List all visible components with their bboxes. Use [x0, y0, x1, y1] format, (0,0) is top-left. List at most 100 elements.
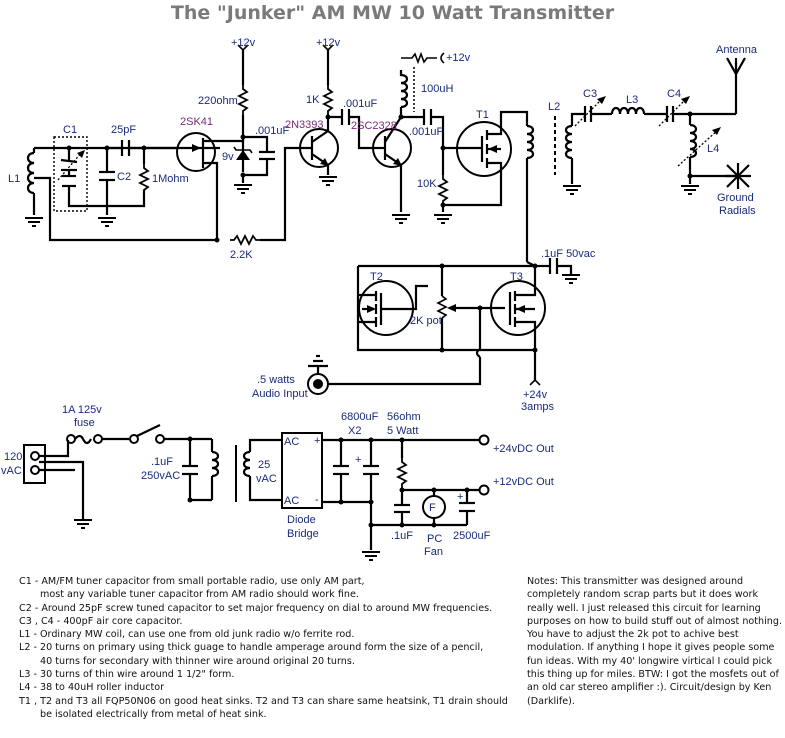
- label-25: 25: [258, 459, 270, 471]
- label-12v-b: +12v: [316, 37, 341, 49]
- label-250vac: 250vAC: [141, 470, 180, 482]
- label-1k: 1K: [306, 94, 320, 106]
- parts-list-item: L1 - Ordinary MW coil, can use one from …: [19, 629, 355, 641]
- label-01uf-b: .1uF: [391, 530, 413, 542]
- label-l1: L1: [8, 173, 20, 185]
- label-t1: T1: [476, 109, 489, 121]
- label-01uf-50vac: .1uF 50vac: [541, 248, 596, 260]
- potentiometer-2k: [436, 266, 505, 350]
- label-c2: C2: [117, 171, 131, 183]
- notes-paragraph-2: You have to adjust the 2k pot to achive …: [527, 629, 779, 707]
- filter-capacitors-6800uf: [322, 437, 480, 561]
- label-audio-watts: .5 watts: [257, 374, 295, 386]
- transistor-2sc2328: [371, 114, 412, 224]
- zener-diode-9v: [233, 135, 275, 194]
- label-fuse-rating: 1A 125v: [62, 404, 102, 416]
- capacitor-25pf: [107, 140, 178, 156]
- label-56ohm: 56ohm: [387, 411, 421, 423]
- parts-list-item: L3 - 30 turns of thin wire around 1 1/2"…: [19, 669, 235, 681]
- diagram-title: The "Junker" AM MW 10 Watt Transmitter: [170, 2, 615, 24]
- ground-radials: [690, 163, 751, 189]
- label-6800uf: 6800uF: [341, 411, 379, 423]
- label-25vac: vAC: [256, 473, 277, 485]
- label-pc: PC: [427, 533, 442, 545]
- label-diode: Diode: [287, 514, 316, 526]
- notes: Notes: This transmitter was designed aro…: [527, 575, 782, 708]
- c2-capacitor: [97, 145, 117, 227]
- output-capacitors-and-fan: [368, 487, 475, 528]
- parts-list-item: C1 - AM/FM tuner capacitor from small po…: [19, 576, 365, 587]
- label-001uf-c: .001uF: [409, 126, 444, 138]
- label-vac: vAC: [1, 465, 22, 477]
- label-24vdc-out: +24vDC Out: [493, 443, 554, 455]
- parts-list: C1 - AM/FM tuner capacitor from small po…: [19, 575, 519, 721]
- label-1mohm: 1Mohm: [152, 173, 189, 185]
- label-2k-pot: 2K pot: [410, 315, 442, 327]
- label-12v-a: +12v: [231, 37, 256, 49]
- schematic: L1 C1 C2 25pF 1Mohm: [1, 37, 758, 561]
- mains-plug: [23, 440, 93, 529]
- resistor-10k: [433, 145, 453, 224]
- label-01uf: .1uF: [151, 456, 173, 468]
- label-120: 120: [4, 451, 22, 463]
- l1-coil: [24, 146, 220, 242]
- power-switch: [129, 424, 212, 444]
- label-2500uf: 2500uF: [453, 530, 491, 542]
- label-2sk41: 2SK41: [180, 116, 213, 128]
- label-radials: Radials: [719, 205, 756, 217]
- mosfet-t1: [443, 110, 529, 207]
- parts-list-item: 40 turns for secondary with thinner wire…: [40, 655, 355, 667]
- label-bridge-minus: -: [315, 494, 319, 506]
- label-2n3393: 2N3393: [285, 119, 324, 131]
- fan-symbol: F: [429, 502, 436, 514]
- capacitor-01uf-50vac: [532, 258, 581, 284]
- label-bridge-plus: +: [314, 435, 320, 447]
- label-25pf: 25pF: [111, 124, 136, 136]
- label-3amps: 3amps: [521, 401, 555, 413]
- label-ground: Ground: [717, 192, 754, 204]
- capacitor-c4: [658, 96, 736, 127]
- transformer-l2: [525, 112, 585, 262]
- label-plus-2500: +: [457, 491, 463, 503]
- inductor-100uh: [399, 51, 445, 117]
- resistor-56ohm: [397, 437, 480, 493]
- capacitor-c3: [574, 96, 612, 127]
- label-fan: Fan: [424, 546, 443, 558]
- label-t2: T2: [370, 271, 383, 283]
- label-12v-c: +12v: [446, 52, 471, 64]
- label-2sc2328: 2SC2328: [351, 120, 397, 132]
- resistor-2-2k: [229, 146, 295, 245]
- label-100uh: 100uH: [421, 83, 453, 95]
- label-bridge-ac1: AC: [284, 436, 299, 448]
- antenna: [726, 57, 746, 114]
- parts-list-item: most any variable tuner capacitor from A…: [40, 589, 359, 601]
- inductor-l4: [677, 114, 721, 195]
- fuse: [66, 434, 129, 445]
- label-c1: C1: [63, 124, 77, 136]
- parts-list-item: T1 , T2 and T3 all FQP50N06 on good heat…: [19, 695, 508, 707]
- transformer: [210, 438, 282, 502]
- parts-list-item: C3 , C4 - 400pF air core capacitor.: [19, 615, 183, 627]
- label-fuse: fuse: [74, 417, 95, 429]
- label-220ohm: 220ohm: [198, 95, 238, 107]
- label-l3: L3: [626, 94, 638, 106]
- label-bridge: Bridge: [287, 528, 319, 540]
- label-plus-6800: +: [355, 454, 361, 466]
- capacitor-001uf-b: [328, 109, 371, 150]
- label-2-2k: 2.2K: [230, 249, 253, 261]
- capacitor-001uf-c: [401, 109, 445, 148]
- inductor-l3: [610, 106, 667, 116]
- label-audio-input: Audio Input: [252, 388, 308, 400]
- label-c4: C4: [667, 88, 681, 100]
- label-x2: X2: [348, 425, 361, 437]
- label-9v: 9v: [222, 151, 234, 163]
- resistor-220ohm: [237, 44, 249, 141]
- label-l4: L4: [707, 143, 719, 155]
- parts-list-item: C2 - Around 25pF screw tuned capacitor t…: [19, 602, 493, 614]
- resistor-1k: [322, 44, 334, 120]
- parts-list-item: L4 - 38 to 40uH roller inductor: [19, 682, 165, 694]
- label-antenna: Antenna: [716, 44, 758, 56]
- label-001uf-b: .001uF: [343, 98, 378, 110]
- supply-24v-3a: [529, 350, 541, 386]
- label-5watt: 5 Watt: [387, 425, 418, 437]
